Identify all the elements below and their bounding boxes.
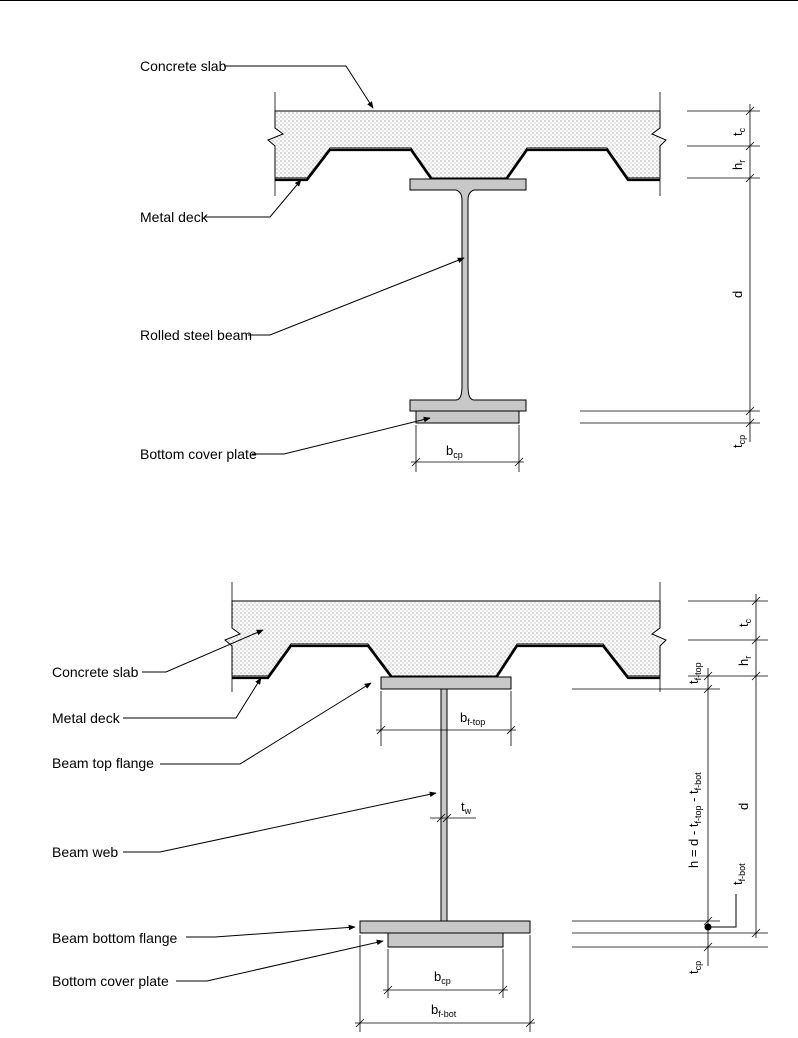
beam-top-flange bbox=[380, 676, 512, 690]
label-metal-deck: Metal deck bbox=[140, 209, 209, 225]
rolled-steel-beam bbox=[409, 178, 527, 412]
label-concrete-slab: Concrete slab bbox=[140, 58, 227, 74]
label-rolled-steel-beam: Rolled steel beam bbox=[140, 327, 252, 343]
dim-h-equation: h = d - tf-top - tf-bot bbox=[686, 772, 703, 868]
bottom-figure: Concrete slab Metal deck Beam top flange… bbox=[52, 582, 768, 1032]
dim-d-top: d bbox=[730, 291, 745, 298]
concrete-slab bbox=[267, 110, 667, 179]
dim-bcp: bcp bbox=[434, 969, 451, 986]
dim-bcp-top: bcp bbox=[446, 443, 463, 460]
label-beam-bottom-flange: Beam bottom flange bbox=[52, 930, 178, 946]
label-metal-deck: Metal deck bbox=[52, 710, 121, 726]
label-concrete-slab: Concrete slab bbox=[52, 664, 139, 680]
dim-d: d bbox=[736, 803, 751, 810]
dim-tw: tw bbox=[461, 799, 472, 816]
dim-bftop: bf-top bbox=[460, 710, 485, 727]
bottom-cover-plate bbox=[415, 410, 520, 424]
dim-tcp: tcp bbox=[686, 961, 703, 974]
bottom-cover-plate bbox=[387, 932, 504, 948]
label-beam-web: Beam web bbox=[52, 844, 118, 860]
label-bottom-cover-plate: Bottom cover plate bbox=[140, 446, 257, 462]
beam-web bbox=[440, 688, 448, 922]
page-header-rule bbox=[0, 0, 798, 1]
dim-bfbot: bf-bot bbox=[431, 1002, 457, 1019]
beam-bottom-flange bbox=[359, 920, 531, 934]
dim-tcp-top: tcp bbox=[730, 435, 747, 448]
label-bottom-cover-plate: Bottom cover plate bbox=[52, 973, 169, 989]
dim-hr-top: hr bbox=[730, 160, 747, 170]
dim-tfbot: tf-bot bbox=[730, 863, 747, 885]
dim-tftop: tf-top bbox=[686, 662, 703, 684]
dim-tc-top: tc bbox=[730, 127, 747, 136]
dim-hr: hr bbox=[736, 656, 753, 666]
top-figure: Concrete slab Metal deck Rolled steel be… bbox=[140, 58, 760, 472]
concrete-slab bbox=[224, 600, 667, 677]
dim-tc: tc bbox=[736, 618, 753, 627]
label-beam-top-flange: Beam top flange bbox=[52, 755, 154, 771]
